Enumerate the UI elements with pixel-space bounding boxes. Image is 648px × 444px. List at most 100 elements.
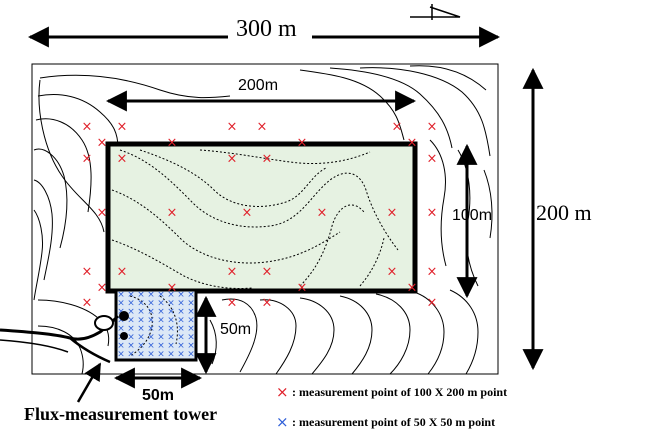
blue-measurement-point: × xyxy=(157,290,165,300)
large-plot-area xyxy=(108,144,415,291)
label-100m-vertical: 100m xyxy=(452,207,492,224)
blue-measurement-point: × xyxy=(167,290,175,300)
blue-measurement-point: × xyxy=(127,316,135,326)
tower-clearing xyxy=(94,315,114,331)
blue-measurement-point: × xyxy=(137,299,145,309)
flux-tower-site xyxy=(0,311,129,364)
red-measurement-point: × xyxy=(82,296,93,311)
blue-measurement-point: × xyxy=(137,350,145,360)
blue-measurement-point: × xyxy=(187,350,195,360)
red-measurement-point: × xyxy=(97,206,108,221)
blue-measurement-point: × xyxy=(177,341,185,351)
red-measurement-point: × xyxy=(427,265,438,280)
blue-measurement-point: × xyxy=(157,316,165,326)
legend-marker-blue: × xyxy=(276,413,289,431)
blue-measurement-point: × xyxy=(177,350,185,360)
red-measurement-point: × xyxy=(82,120,93,135)
red-measurement-point: × xyxy=(427,152,438,167)
label-bg-200m-horizontal xyxy=(230,72,278,94)
blue-measurement-point: × xyxy=(137,290,145,300)
blue-measurement-point: × xyxy=(127,341,135,351)
blue-measurement-point: × xyxy=(127,350,135,360)
blue-measurement-point: × xyxy=(127,324,135,334)
blue-measurement-point: × xyxy=(117,324,125,334)
blue-measurement-point: × xyxy=(127,290,135,300)
legend-text-blue: : measurement point of 50 X 50 m point xyxy=(292,415,495,429)
blue-measurement-point: × xyxy=(167,333,175,343)
blue-measurement-point: × xyxy=(187,299,195,309)
red-measurement-point: × xyxy=(167,206,178,221)
red-measurement-point: × xyxy=(257,120,268,135)
blue-measurement-point: × xyxy=(157,324,165,334)
legend-marker-red: × xyxy=(276,383,289,401)
blue-measurement-point: × xyxy=(167,307,175,317)
tower-icon-secondary xyxy=(120,332,128,340)
red-measurement-point: × xyxy=(427,296,438,311)
red-measurement-point: × xyxy=(117,152,128,167)
map-border xyxy=(31,63,499,375)
blue-measurement-point: × xyxy=(127,299,135,309)
blue-measurement-point: × xyxy=(187,307,195,317)
blue-measurement-point: × xyxy=(147,324,155,334)
blue-measurement-point: × xyxy=(117,299,125,309)
blue-measurement-point: × xyxy=(157,299,165,309)
blue-measurement-point: × xyxy=(117,341,125,351)
blue-measurement-point: × xyxy=(157,307,165,317)
red-measurement-point: × xyxy=(262,265,273,280)
red-measurement-point: × xyxy=(407,281,418,296)
red-measurement-point: × xyxy=(317,206,328,221)
blue-measurement-point: × xyxy=(137,324,145,334)
blue-measurement-point: × xyxy=(137,341,145,351)
blue-measurement-point: × xyxy=(147,350,155,360)
blue-measurement-point: × xyxy=(187,341,195,351)
red-measurement-point: × xyxy=(242,206,253,221)
red-measurement-point: × xyxy=(387,265,398,280)
red-measurement-point: × xyxy=(427,120,438,135)
red-measurement-point: × xyxy=(387,206,398,221)
blue-measurement-point: × xyxy=(137,316,145,326)
blue-measurement-point: × xyxy=(117,316,125,326)
red-measurement-point: × xyxy=(427,206,438,221)
red-measurement-point: × xyxy=(97,136,108,151)
blue-measurement-point: × xyxy=(177,333,185,343)
large-plot-border xyxy=(105,141,418,294)
legend: × : measurement point of 100 X 200 m poi… xyxy=(276,383,507,431)
blue-measurement-point: × xyxy=(147,307,155,317)
red-measurement-point: × xyxy=(227,120,238,135)
blue-measurement-point: × xyxy=(177,290,185,300)
red-measurement-point: × xyxy=(97,281,108,296)
label-flux-tower: Flux-measurement tower xyxy=(24,404,217,424)
label-bg-300m xyxy=(228,14,312,44)
legend-text-red: : measurement point of 100 X 200 m point xyxy=(292,385,507,399)
blue-measurement-point: × xyxy=(127,307,135,317)
label-50m-vertical: 50m xyxy=(220,321,251,338)
blue-measurement-point: × xyxy=(177,299,185,309)
small-plot-area xyxy=(114,288,198,362)
blue-measurement-point: × xyxy=(187,290,195,300)
small-plot-contours xyxy=(129,295,178,357)
label-50m-horizontal: 50m xyxy=(142,387,174,404)
red-measurement-point: × xyxy=(167,136,178,151)
blue-measurement-point: × xyxy=(157,350,165,360)
red-measurement-point: × xyxy=(227,152,238,167)
arrow-tower-pointer xyxy=(76,362,102,403)
blue-measurement-point: × xyxy=(167,350,175,360)
blue-measurement-point: × xyxy=(177,316,185,326)
blue-measurement-point: × xyxy=(167,324,175,334)
blue-measurement-point: × xyxy=(177,324,185,334)
blue-measurement-point: × xyxy=(187,316,195,326)
blue-measurement-point: × xyxy=(187,324,195,334)
large-plot-contours xyxy=(111,149,399,289)
label-200m-horizontal: 200m xyxy=(238,77,278,94)
red-measurement-point: × xyxy=(117,120,128,135)
red-measurement-point: × xyxy=(297,136,308,151)
blue-measurement-point: × xyxy=(137,333,145,343)
red-measurement-point: × xyxy=(262,152,273,167)
blue-measurement-point: × xyxy=(187,333,195,343)
blue-measurement-point: × xyxy=(117,350,125,360)
blue-measurement-point: × xyxy=(127,333,135,343)
red-measurement-point: × xyxy=(82,265,93,280)
north-arrow-icon xyxy=(410,4,461,20)
blue-measurement-point: × xyxy=(137,307,145,317)
blue-measurement-point: × xyxy=(147,316,155,326)
